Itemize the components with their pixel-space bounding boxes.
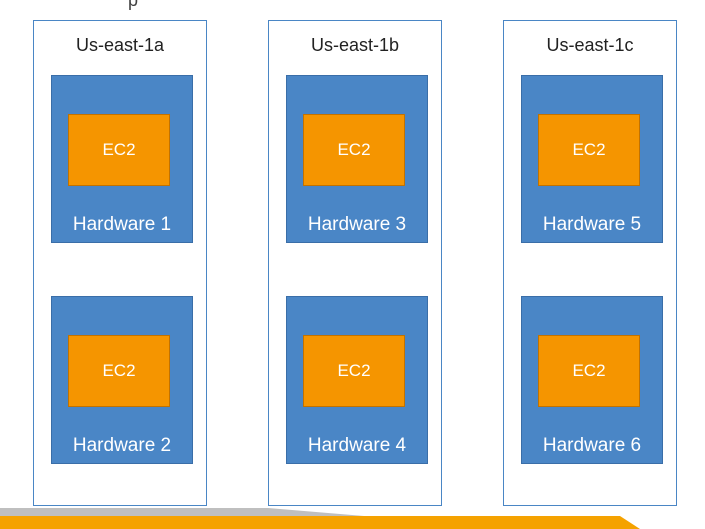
- hardware-label: Hardware 3: [307, 214, 407, 235]
- hardware-box-2: EC2 Hardware 2: [51, 296, 193, 464]
- availability-zone-us-east-1a: Us-east-1a EC2 Hardware 1 EC2 Hardware 2: [33, 20, 207, 506]
- hardware-box-6: EC2 Hardware 6: [521, 296, 663, 464]
- hardware-label: Hardware 2: [72, 435, 172, 456]
- ec2-instance: EC2: [68, 335, 170, 407]
- hardware-label: Hardware 5: [542, 214, 642, 235]
- zone-label: Us-east-1b: [310, 35, 400, 55]
- ec2-instance: EC2: [538, 114, 640, 186]
- ec2-instance: EC2: [303, 114, 405, 186]
- ec2-instance: EC2: [538, 335, 640, 407]
- hardware-box-3: EC2 Hardware 3: [286, 75, 428, 243]
- hardware-box-4: EC2 Hardware 4: [286, 296, 428, 464]
- cropped-heading-text: p: [128, 0, 139, 10]
- zone-label: Us-east-1a: [75, 35, 165, 55]
- hardware-box-1: EC2 Hardware 1: [51, 75, 193, 243]
- hardware-label: Hardware 6: [542, 435, 642, 456]
- zone-label: Us-east-1c: [546, 35, 634, 55]
- hardware-label: Hardware 1: [72, 214, 172, 235]
- availability-zone-us-east-1b: Us-east-1b EC2 Hardware 3 EC2 Hardware 4: [268, 20, 442, 506]
- footer-orange-stripe: [0, 516, 640, 529]
- hardware-box-5: EC2 Hardware 5: [521, 75, 663, 243]
- decorative-footer-band: [0, 508, 640, 529]
- ec2-instance: EC2: [303, 335, 405, 407]
- ec2-instance: EC2: [68, 114, 170, 186]
- availability-zone-us-east-1c: Us-east-1c EC2 Hardware 5 EC2 Hardware 6: [503, 20, 677, 506]
- hardware-label: Hardware 4: [307, 435, 407, 456]
